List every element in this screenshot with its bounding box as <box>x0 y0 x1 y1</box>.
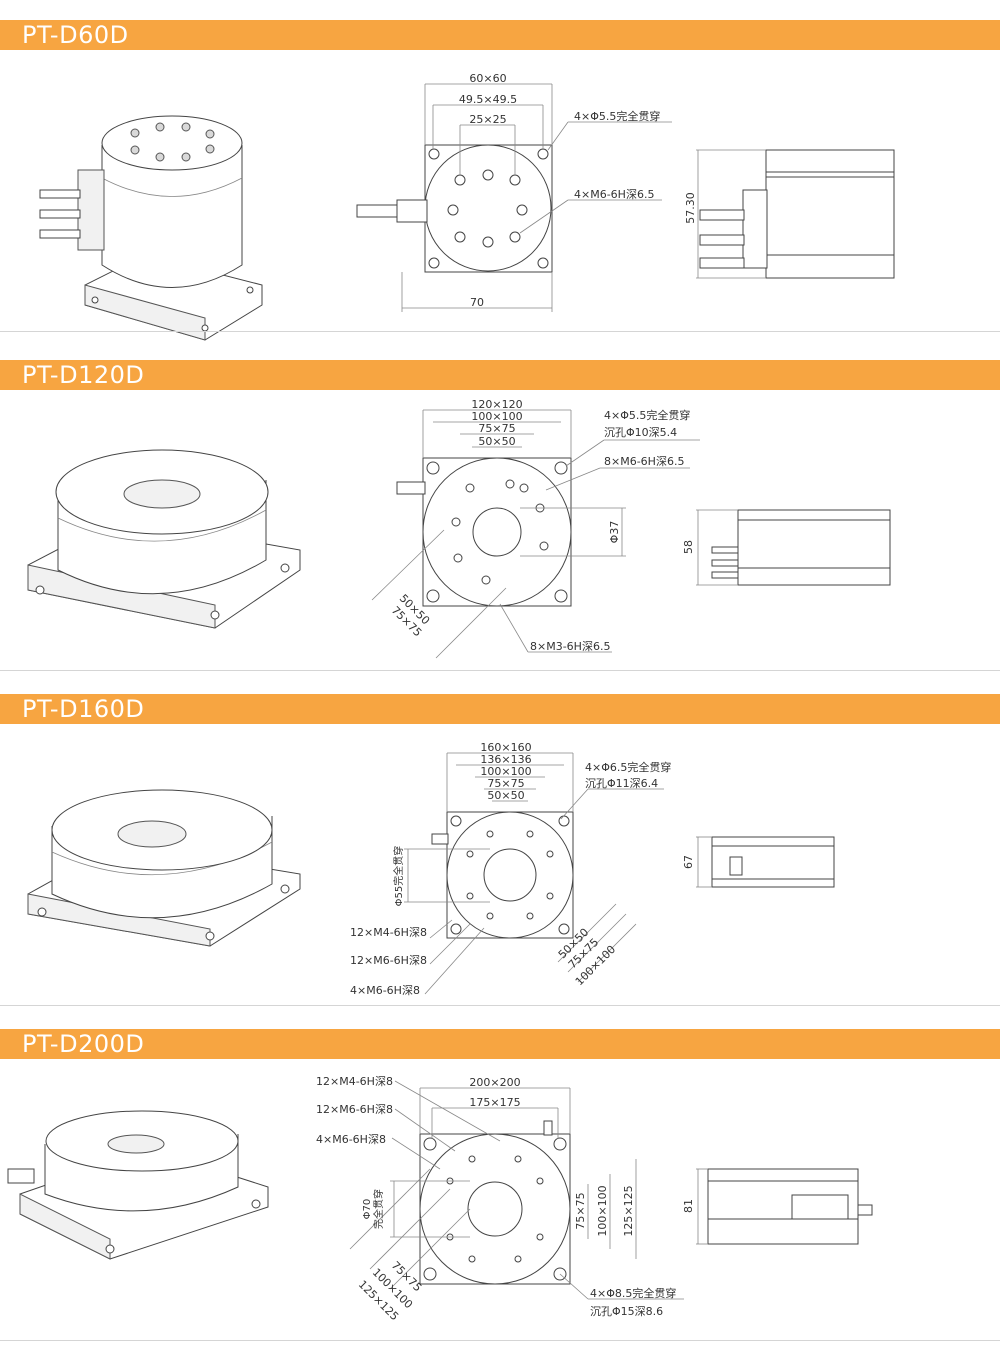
dim-label: 100×100 <box>596 1185 609 1236</box>
pt-d120d-side-view: 58 <box>682 509 891 586</box>
dim-label: Φ70 <box>362 1199 373 1220</box>
section-divider <box>0 331 1000 332</box>
dim-label: 60×60 <box>469 72 506 85</box>
dim-label: 25×25 <box>469 113 506 126</box>
callout-label: 12×M6-6H深8 <box>350 954 427 967</box>
dim-label: 70 <box>470 296 484 309</box>
dim-label: 100×100 <box>480 765 531 778</box>
dim-label: 75×75 <box>487 777 524 790</box>
section-divider <box>0 670 1000 671</box>
dim-label: 160×160 <box>480 741 531 754</box>
pt-d120d-drawings: 120×120 100×100 75×75 50×50 Φ37 50×50 75… <box>27 398 891 659</box>
callout-label: 4×M6-6H深6.5 <box>574 188 654 201</box>
side-height-label: 81 <box>682 1199 695 1213</box>
model-title: PT-D120D <box>22 361 145 389</box>
side-height-label: 57.30 <box>684 192 697 224</box>
callout-label: 12×M6-6H深8 <box>316 1103 393 1116</box>
callout-label: 8×M3-6H深6.5 <box>530 640 610 653</box>
pt-d200d-isometric-view <box>7 1110 269 1260</box>
pt-d60d-side-view: 57.30 <box>684 149 895 279</box>
dim-label: 50×50 <box>487 789 524 802</box>
dim-label: 49.5×49.5 <box>459 93 517 106</box>
pt-d120d-isometric-view <box>27 449 301 629</box>
callout-label: 沉孔Φ11深6.4 <box>585 777 658 790</box>
section-divider <box>0 1005 1000 1006</box>
dim-label: 50×50 <box>478 435 515 448</box>
dim-label: 75×75 <box>478 422 515 435</box>
dim-label: 100×100 <box>471 410 522 423</box>
dim-label: 125×125 <box>622 1185 635 1236</box>
pt-d160d-side-view: 67 <box>682 836 835 888</box>
pt-d60d-drawings: 60×60 49.5×49.5 25×25 70 4×Φ5.5完全贯穿 4×M6… <box>39 72 895 341</box>
callout-label: 4×Φ8.5完全贯穿 <box>590 1286 676 1300</box>
pt-d200d-drawings: 200×200 175×175 Φ70 完全贯穿 75×75 100×100 1… <box>7 1075 873 1323</box>
section-header-pt-d160d: PT-D160D <box>0 694 1000 724</box>
section-header-pt-d200d: PT-D200D <box>0 1029 1000 1059</box>
section-header-pt-d120d: PT-D120D <box>0 360 1000 390</box>
dim-label: 75×75 <box>574 1192 587 1229</box>
pt-d60d-front-view: 60×60 49.5×49.5 25×25 70 4×Φ5.5完全贯穿 4×M6… <box>356 72 672 312</box>
model-title: PT-D160D <box>22 695 145 723</box>
dim-label: 120×120 <box>471 398 522 411</box>
dim-label: Φ37 <box>608 521 621 544</box>
pt-d160d-front-view: 160×160 136×136 100×100 75×75 50×50 Φ55完… <box>350 741 671 997</box>
pt-d120d-front-view: 120×120 100×100 75×75 50×50 Φ37 50×50 75… <box>371 398 700 659</box>
callout-label: 4×Φ5.5完全贯穿 <box>604 408 690 422</box>
pt-d200d-side-view: 81 <box>682 1168 873 1245</box>
callout-label: 沉孔Φ15深8.6 <box>590 1305 663 1318</box>
dim-label: 完全贯穿 <box>372 1189 385 1229</box>
callout-label: 12×M4-6H深8 <box>316 1075 393 1088</box>
callout-label: 8×M6-6H深6.5 <box>604 455 684 468</box>
section-divider <box>0 1340 1000 1341</box>
callout-label: 4×Φ5.5完全贯穿 <box>574 109 660 123</box>
side-height-label: 58 <box>682 540 695 554</box>
section-header-pt-d60d: PT-D60D <box>0 20 1000 50</box>
dim-label: Φ55完全贯穿 <box>392 846 405 907</box>
dim-label: 136×136 <box>480 753 531 766</box>
pt-d200d-front-view: 200×200 175×175 Φ70 完全贯穿 75×75 100×100 1… <box>316 1075 684 1323</box>
callout-label: 4×M6-6H深8 <box>350 984 420 997</box>
callout-label: 4×Φ6.5完全贯穿 <box>585 760 671 774</box>
callout-label: 12×M4-6H深8 <box>350 926 427 939</box>
dim-label: 200×200 <box>469 1076 520 1089</box>
model-title: PT-D60D <box>22 21 129 49</box>
model-title: PT-D200D <box>22 1030 145 1058</box>
callout-label: 4×M6-6H深8 <box>316 1133 386 1146</box>
callout-label: 沉孔Φ10深5.4 <box>604 426 677 439</box>
pt-d60d-isometric-view <box>39 115 263 341</box>
pt-d160d-isometric-view <box>27 789 301 947</box>
side-height-label: 67 <box>682 855 695 869</box>
dim-label: 175×175 <box>469 1096 520 1109</box>
pt-d160d-drawings: 160×160 136×136 100×100 75×75 50×50 Φ55完… <box>27 741 835 997</box>
